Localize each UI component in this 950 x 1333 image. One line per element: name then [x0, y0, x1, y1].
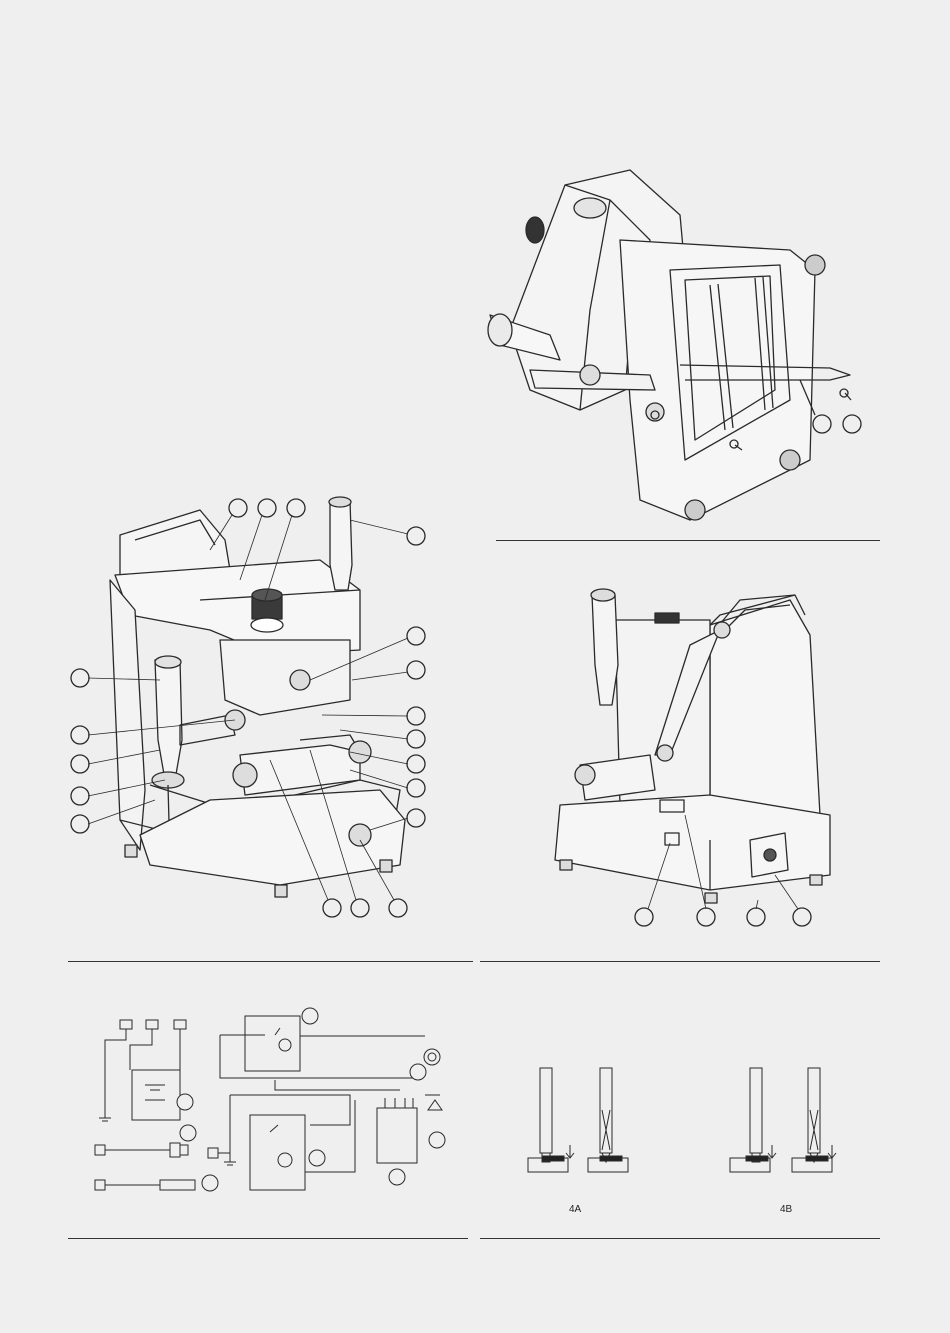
- machine-side-view: [540, 575, 840, 935]
- wiring-diagram: [80, 1000, 460, 1210]
- wiring-rule: [68, 1238, 468, 1239]
- tracer-rule: [480, 1238, 880, 1239]
- label-4a: 4A: [569, 1204, 581, 1215]
- front-view-rule: [68, 961, 473, 962]
- rear-view-rule: [496, 540, 880, 541]
- label-4b: 4B: [780, 1204, 792, 1215]
- cutter-tracer-diagram: [510, 1050, 850, 1180]
- machine-rear-view: [470, 160, 890, 540]
- side-view-rule: [480, 961, 880, 962]
- machine-front-view: [60, 490, 440, 920]
